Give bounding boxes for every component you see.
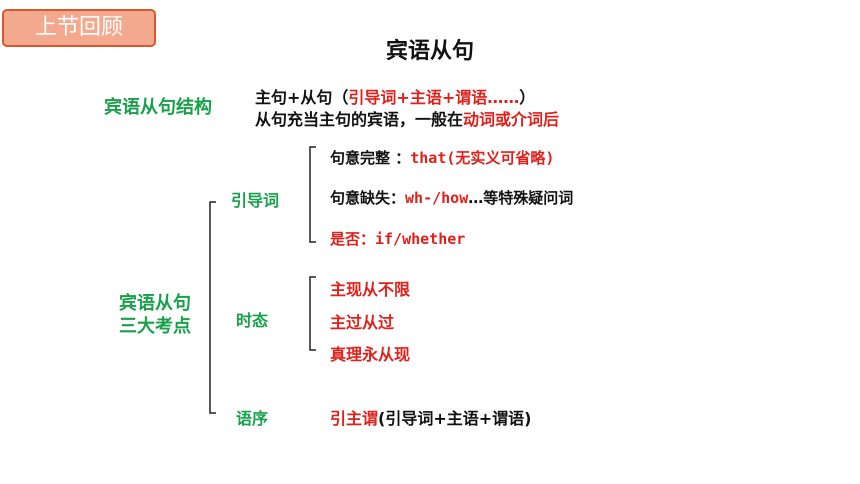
main-bracket: [209, 201, 216, 414]
structure-line1-prefix: 主句+从句（: [255, 88, 349, 107]
structure-line2-red: 动词或介词后: [463, 110, 560, 129]
structure-label: 宾语从句结构: [104, 97, 212, 118]
intro-item-3: 是否：if/whether: [330, 228, 465, 249]
word-order-black: (引导词+主语+谓语): [378, 409, 532, 428]
word-order-red: 引主谓: [330, 409, 379, 428]
page-title: 宾语从句: [385, 39, 474, 64]
intro-item-2-red: wh-/how: [405, 189, 469, 207]
intro-item-2-text2: …等特殊疑问词: [468, 189, 574, 207]
intro-item-2: 句意缺失：wh-/how…等特殊疑问词: [330, 187, 573, 208]
structure-line2-prefix: 从句充当主句的宾语，一般在: [255, 110, 464, 129]
structure-line1-suffix: ）: [519, 88, 536, 107]
review-tag: 上节回顾: [2, 9, 156, 47]
intro-word-label: 引导词: [231, 191, 280, 210]
tense-label: 时态: [236, 311, 269, 330]
tense-bracket: [309, 276, 316, 351]
tense-item-3: 真理永从现: [330, 345, 411, 364]
intro-item-1-red: that(无实义可省略): [410, 149, 555, 167]
key-points-label: 宾语从句 三大考点: [119, 292, 191, 338]
tense-item-2: 主过从过: [330, 313, 395, 332]
structure-line1-red: 引导词+主语+谓语……: [348, 88, 520, 107]
intro-item-3-red: 是否：if/whether: [330, 230, 466, 248]
tense-item-1: 主现从不限: [330, 280, 411, 299]
key-points-label-line2: 三大考点: [119, 316, 191, 337]
word-order-text: 引主谓(引导词+主语+谓语): [330, 405, 531, 429]
key-points-label-line1: 宾语从句: [119, 293, 191, 314]
intro-item-2-text: 句意缺失：: [330, 189, 406, 207]
intro-item-1-text: 句意完整 ：: [330, 149, 411, 167]
word-order-label: 语序: [236, 409, 269, 428]
structure-line2: 从句充当主句的宾语，一般在动词或介词后: [255, 106, 559, 130]
intro-bracket: [309, 146, 316, 243]
intro-item-1: 句意完整 ：that(无实义可省略): [330, 147, 554, 168]
structure-line1: 主句+从句（引导词+主语+谓语……）: [255, 84, 535, 108]
